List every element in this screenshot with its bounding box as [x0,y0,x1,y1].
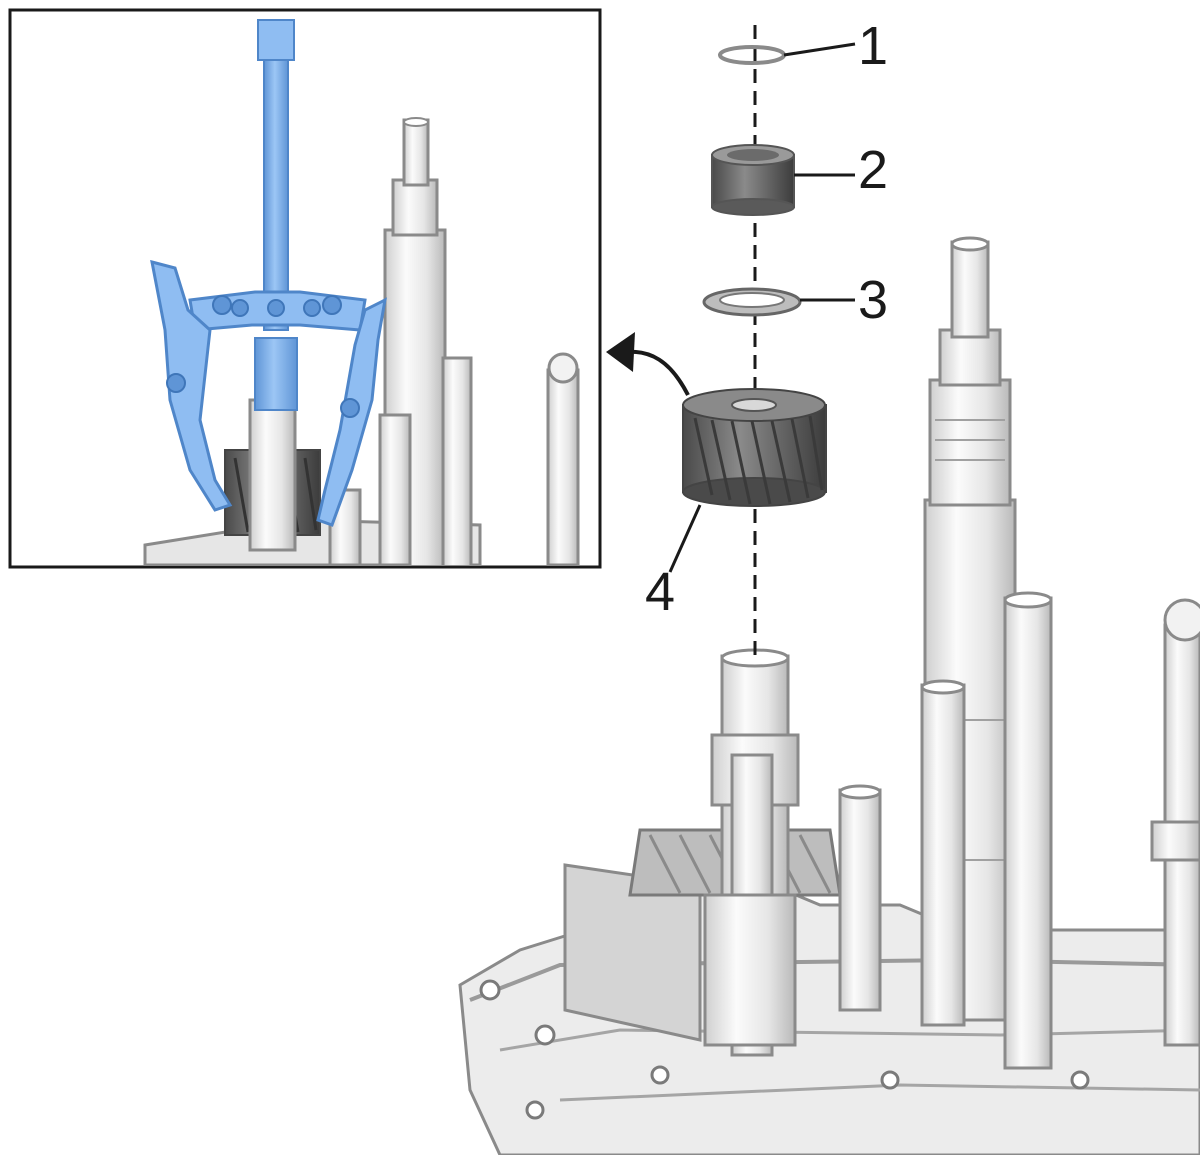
bushing [711,144,795,216]
leader-1 [783,42,856,57]
thrust-washer [702,287,802,317]
callout-1: 1 [858,16,888,76]
shift-rail-2 [920,683,966,1027]
case-bolt-holes [479,979,1090,1120]
callout-4: 4 [645,562,675,622]
leader-4 [668,504,702,573]
curved-arrow-icon [606,332,690,396]
gear-puller-icon [150,19,387,527]
inset-detail-panel [8,8,602,569]
helical-gear [682,388,827,507]
transmission-assembly [458,236,1200,1155]
callout-2: 2 [858,140,888,200]
snap-ring [718,45,786,65]
shift-rail-1 [838,788,882,1012]
shift-rail-3 [1003,596,1053,1070]
callout-3: 3 [858,270,888,330]
